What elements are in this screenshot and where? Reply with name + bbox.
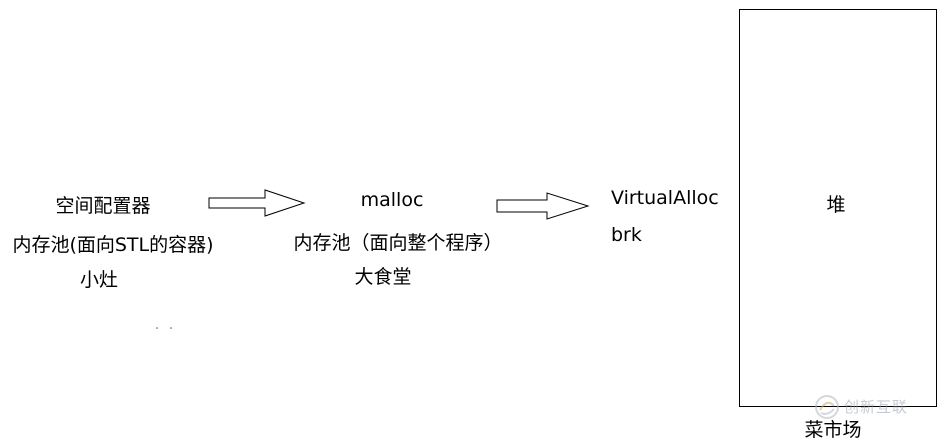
small-kitchen-label: 小灶 (79, 269, 119, 291)
heap-label: 堆 (826, 194, 846, 216)
watermark-text: 创新互联 (844, 398, 909, 416)
swirl-logo-icon (815, 395, 839, 419)
arrow-right-icon (496, 192, 590, 220)
watermark: 创新互联 (814, 394, 908, 420)
arrow-right-icon (208, 189, 306, 217)
program-memory-pool-label: 内存池（面向整个程序） (293, 232, 503, 254)
market-caption: 菜市场 (804, 419, 862, 441)
brk-label: brk (611, 224, 642, 246)
allocator-label: 空间配置器 (55, 195, 151, 217)
virtualalloc-label: VirtualAlloc (611, 187, 719, 209)
malloc-label: malloc (360, 189, 424, 211)
stl-memory-pool-label: 内存池(面向STL的容器) (12, 234, 214, 256)
stray-dots (156, 327, 172, 329)
cafeteria-label: 大食堂 (354, 266, 412, 288)
